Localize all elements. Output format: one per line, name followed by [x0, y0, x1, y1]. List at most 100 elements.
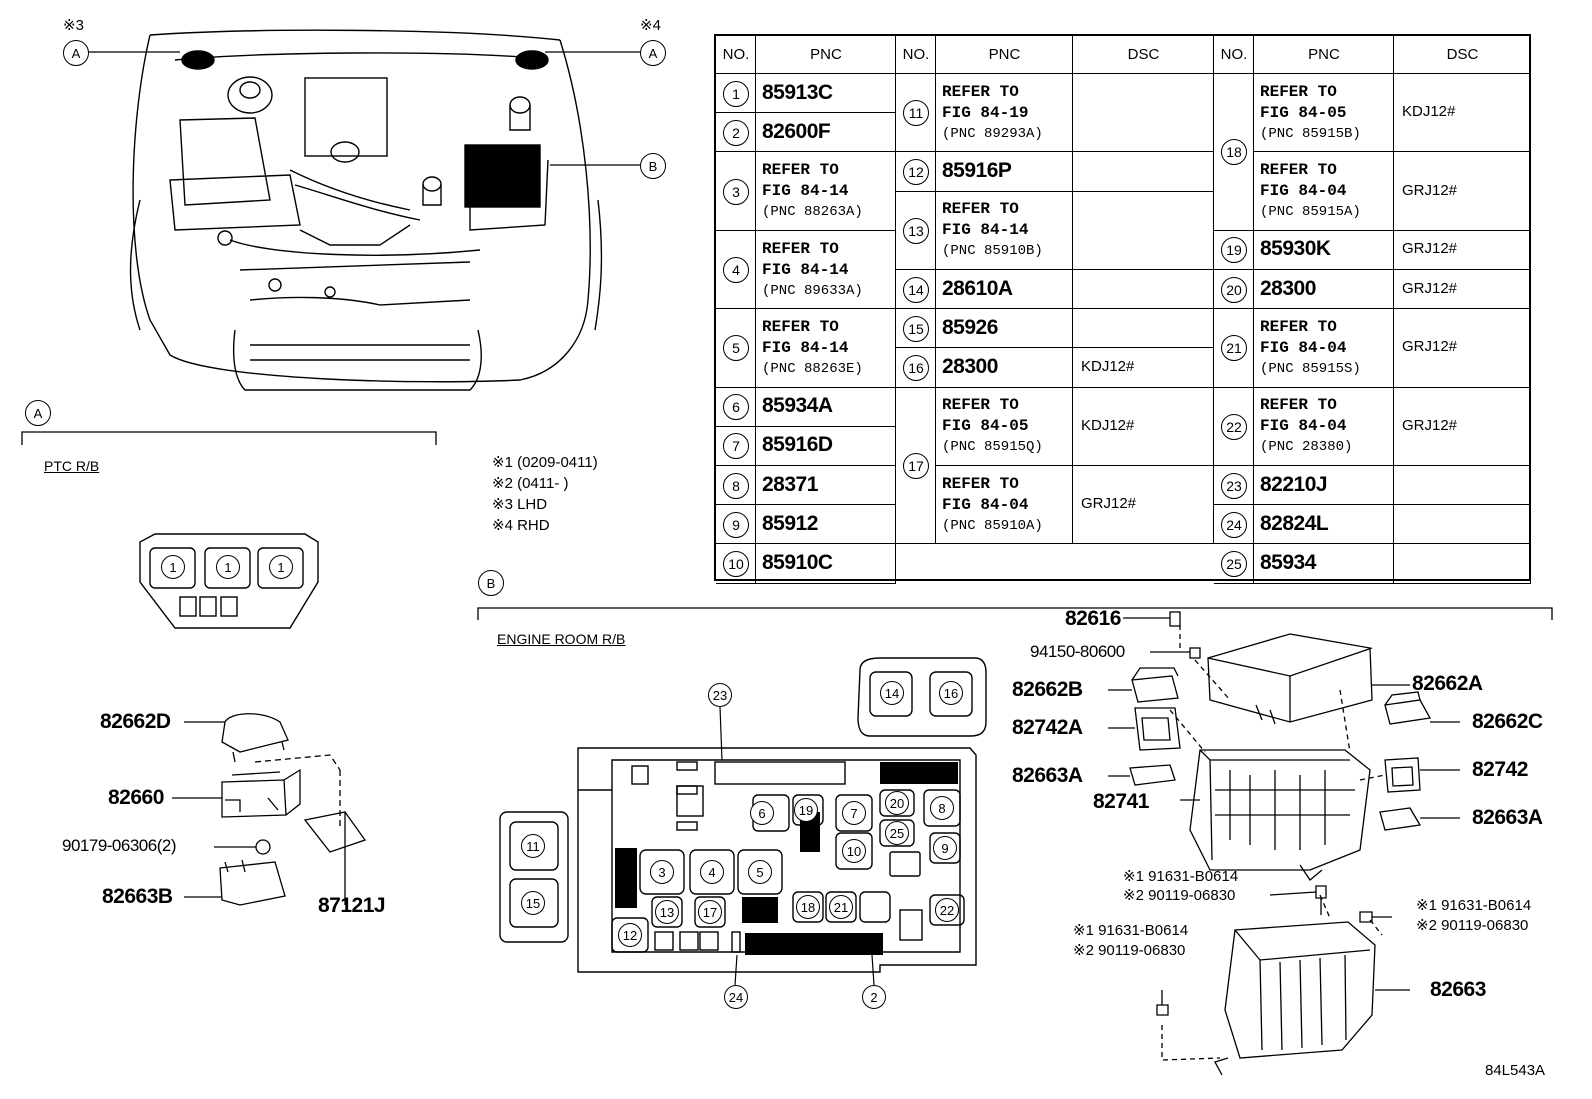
table-cell: [756, 309, 896, 388]
table-header-cell: [1394, 36, 1531, 74]
table-header-cell: [1254, 36, 1394, 74]
table-cell: [756, 466, 896, 506]
table-no-cell: [716, 74, 756, 114]
part-label: 82742: [1472, 758, 1528, 781]
table-no-cell: [716, 505, 756, 545]
refer-line: (PNC 28380): [1260, 439, 1353, 456]
table-no-cell: [716, 113, 756, 153]
section-b-marker: B: [478, 570, 504, 596]
refer-line: REFER TO: [762, 161, 839, 180]
pnc-value: 85910C: [762, 551, 833, 574]
refer-line: (PNC 85915Q): [942, 439, 1043, 456]
part-label: 90179-06306(2): [62, 836, 176, 855]
pnc-value: 85926: [942, 315, 998, 339]
pnc-value: 82210J: [1260, 472, 1328, 496]
rhd-mark: ※4: [640, 17, 661, 34]
plan-number: 2: [862, 985, 886, 1009]
table-cell: [1073, 152, 1214, 192]
table-no-cell: [1214, 466, 1254, 506]
table-cell: [1254, 152, 1394, 231]
bolt-label: ※1 91631-B0614: [1123, 868, 1239, 885]
table-no-cell: [1214, 309, 1254, 388]
table-no-cell: [1214, 74, 1254, 231]
dsc-value: GRJ12#: [1402, 240, 1458, 258]
table-no-cell: [716, 426, 756, 466]
plan-number: 19: [794, 798, 818, 822]
fuse-number: 1: [269, 555, 293, 579]
callout-a-lhd: A: [63, 40, 89, 66]
table-no-cell: [896, 74, 936, 153]
part-label: 87121J: [318, 894, 386, 917]
item-number: 14: [903, 276, 929, 303]
refer-line: (PNC 88263A): [762, 204, 863, 221]
table-cell: [1073, 348, 1214, 388]
table-no-cell: [896, 270, 936, 310]
refer-line: (PNC 85910A): [942, 517, 1043, 534]
table-header-cell: [716, 36, 756, 74]
item-number: 16: [903, 355, 929, 381]
table-no-cell: [896, 348, 936, 388]
fuse-blocks: [615, 762, 958, 955]
item-number: 1: [723, 80, 749, 107]
plan-number: 10: [842, 839, 866, 863]
item-number: 13: [903, 217, 929, 244]
table-cell: [1254, 466, 1394, 506]
pnc-value: 28610A: [942, 276, 1013, 300]
fuse-number: 1: [161, 555, 185, 579]
fuse-number: 1: [216, 555, 240, 579]
pnc-value: 85934A: [762, 394, 833, 418]
plan-number: 21: [829, 895, 853, 919]
refer-line: FIG 84-05: [942, 417, 1029, 436]
table-cell: [936, 152, 1073, 192]
refer-line: FIG 84-05: [1260, 103, 1347, 122]
item-number: 10: [723, 551, 749, 577]
item-number: 9: [723, 511, 749, 538]
refer-line: (PNC 85915A): [1260, 204, 1361, 221]
item-number: 2: [723, 119, 749, 146]
refer-line: REFER TO: [1260, 317, 1337, 336]
plan-number: 3: [650, 860, 674, 884]
refer-line: FIG 84-04: [1260, 417, 1347, 436]
item-number: 5: [723, 335, 749, 362]
plan-number: 7: [842, 801, 866, 825]
refer-line: FIG 84-19: [942, 103, 1029, 122]
item-number: 7: [723, 433, 749, 460]
item-number: 24: [1221, 511, 1247, 538]
table-cell: [936, 191, 1073, 270]
table-cell: [1394, 152, 1531, 231]
item-number: 20: [1221, 276, 1247, 303]
plan-number: 8: [930, 796, 954, 820]
refer-line: (PNC 85910B): [942, 243, 1043, 260]
pnc-value: 85912: [762, 511, 818, 535]
refer-line: REFER TO: [942, 82, 1019, 101]
engine-room-rb-plan: [499, 657, 987, 973]
table-cell: [1394, 270, 1531, 310]
figure-code: 84L543A: [1485, 1062, 1546, 1079]
dsc-value: KDJ12#: [1402, 103, 1456, 121]
engine-room-rb-exploded: [1108, 611, 1460, 1076]
table-cell: [756, 230, 896, 310]
table-cell: [1254, 270, 1394, 310]
refer-line: (PNC 89293A): [942, 125, 1043, 142]
table-cell: [756, 74, 896, 114]
table-no-cell: [716, 309, 756, 388]
table-no-cell: [896, 387, 936, 545]
table-header-label: PNC: [988, 46, 1021, 63]
table-cell: [1254, 230, 1394, 270]
lhd-mark: ※3: [63, 17, 84, 34]
table-cell: [1254, 387, 1394, 466]
part-label: 82660: [108, 786, 164, 809]
item-number: 4: [723, 257, 749, 283]
table-no-cell: [1214, 270, 1254, 310]
table-no-cell: [716, 387, 756, 427]
refer-line: (PNC 89633A): [762, 282, 863, 299]
table-header-label: PNC: [1308, 46, 1340, 63]
pnc-value: 82600F: [762, 119, 831, 143]
table-no-cell: [1214, 505, 1254, 545]
